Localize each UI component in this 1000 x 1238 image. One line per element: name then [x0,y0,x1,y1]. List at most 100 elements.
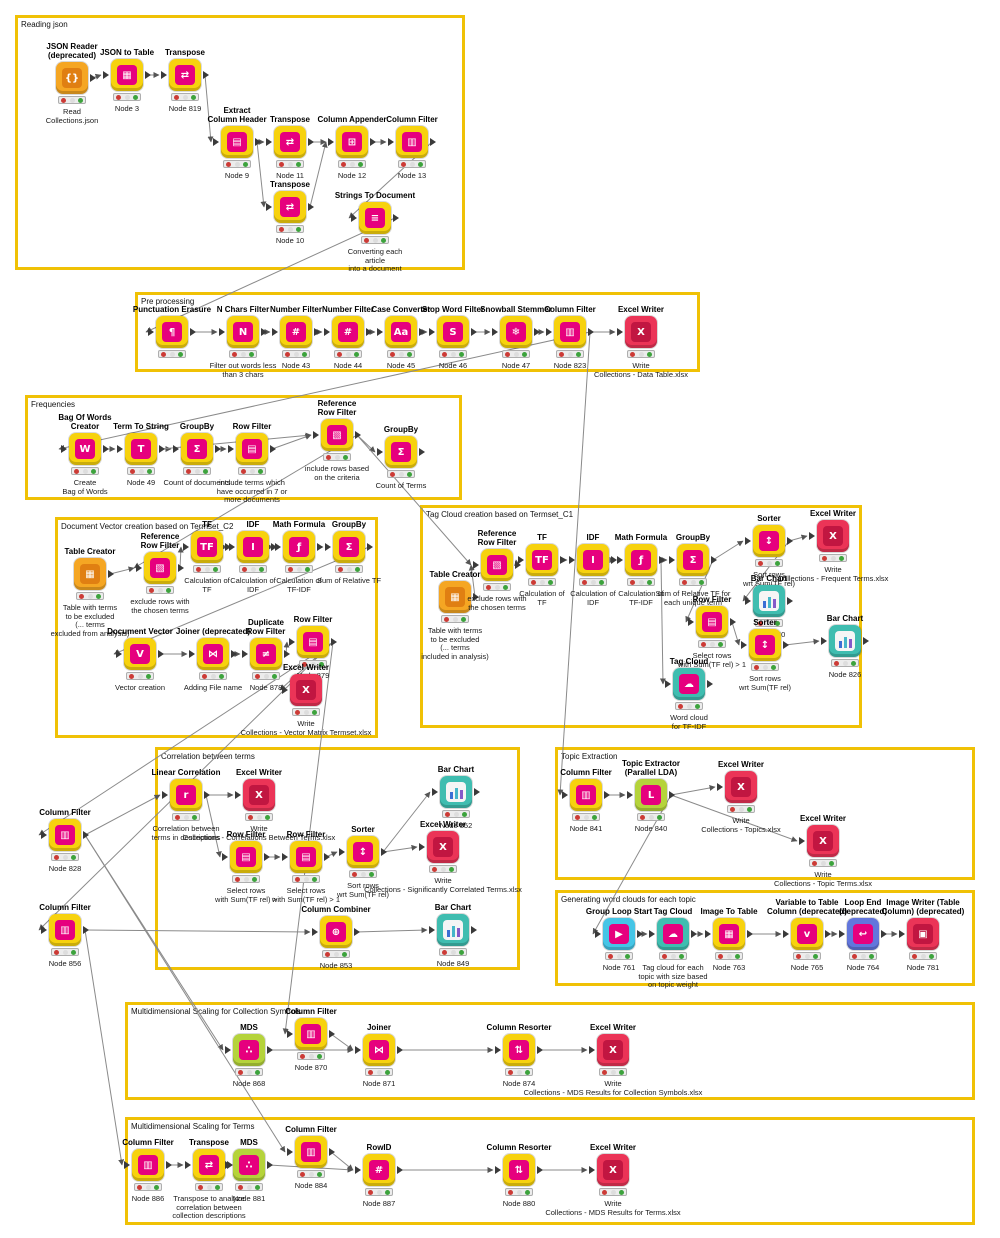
output-port[interactable] [166,1161,172,1169]
wire-column_filter_828-to-linear_correlation[interactable] [84,794,161,836]
input-port[interactable] [546,328,552,336]
input-port[interactable] [899,930,905,938]
strings-to-document-icon[interactable]: ≡ [359,202,391,234]
output-port[interactable] [691,930,697,938]
column-filter-icon[interactable]: ▥ [295,1136,327,1168]
output-port[interactable] [331,638,337,646]
input-port[interactable] [717,783,723,791]
input-port[interactable] [162,791,168,799]
input-port[interactable] [225,1161,231,1169]
wire-column_combiner_853-to-bar_chart_849[interactable] [355,927,428,934]
wire-transpose_10-to-column_appender_12[interactable] [309,141,328,208]
output-port[interactable] [90,74,96,82]
output-port[interactable] [190,328,196,336]
row-filter-icon[interactable]: ▤ [297,626,329,658]
bar-chart-icon[interactable] [829,625,861,657]
row-filter-icon[interactable]: ▤ [290,841,322,873]
output-port[interactable] [604,791,610,799]
wire-topic_extractor_840-to-excel_writer_topics[interactable] [670,785,716,796]
input-port[interactable] [117,445,123,453]
number-filter-icon[interactable]: # [332,316,364,348]
annotation-mds-symbols[interactable]: Multidimensional Scaling for Collection … [125,1002,975,1100]
annotation-topic-extraction[interactable]: Topic Extraction [555,747,975,880]
excel-writer-icon[interactable]: X [725,771,757,803]
input-port[interactable] [518,556,524,564]
groupby-icon[interactable]: Σ [677,544,709,576]
bar-chart-icon[interactable] [753,585,785,617]
input-port[interactable] [282,853,288,861]
annotation-frequencies[interactable]: Frequencies [25,395,462,500]
output-port[interactable] [419,328,425,336]
wire-ref_row_filter_freq-to-ref_row_filter_dv[interactable] [133,434,358,569]
groupby-icon[interactable]: Σ [333,531,365,563]
wire-column_filter_823-to-bag_of_words[interactable] [58,331,591,451]
input-port[interactable] [569,556,575,564]
annotation-tag-cloud[interactable]: Tag Cloud creation based on Termset_C1 [420,505,862,728]
excel-writer-icon[interactable]: X [625,316,657,348]
math-formula-icon[interactable]: ƒ [625,544,657,576]
json-to-table-icon[interactable]: ▦ [111,59,143,91]
output-port[interactable] [261,328,267,336]
output-port[interactable] [473,593,479,601]
output-port[interactable] [787,537,793,545]
input-port[interactable] [649,930,655,938]
input-port[interactable] [388,138,394,146]
input-port[interactable] [228,445,234,453]
output-port[interactable] [471,328,477,336]
column-filter-icon[interactable]: ▥ [132,1149,164,1181]
excel-writer-icon[interactable]: X [290,674,322,706]
duplicate-row-filter-icon[interactable]: ≠ [250,638,282,670]
output-port[interactable] [381,848,387,856]
input-port[interactable] [339,848,345,856]
wire-row_filter_879-to-column_filter_870[interactable] [282,641,334,1035]
output-port[interactable] [430,138,436,146]
input-port[interactable] [562,791,568,799]
input-port[interactable] [124,1161,130,1169]
input-port[interactable] [272,328,278,336]
wire-sorter_corr-to-excel_writer_sig[interactable] [382,844,418,853]
output-port[interactable] [747,930,753,938]
annotation-correlation[interactable]: Correlation between terms [155,747,520,970]
input-port[interactable] [783,930,789,938]
wire-groupby_tc-to-sorter_tc_a[interactable] [712,540,744,561]
sorter-icon[interactable]: ↕ [749,629,781,661]
wire-linear_correlation-to-row_filter_corr_a[interactable] [205,794,222,858]
groupby-icon[interactable]: Σ [385,436,417,468]
topic-extractor-icon[interactable]: L [635,779,667,811]
idf-icon[interactable]: I [237,531,269,563]
output-port[interactable] [215,445,221,453]
output-port[interactable] [329,1148,335,1156]
output-port[interactable] [367,543,373,551]
output-port[interactable] [370,138,376,146]
wire-transpose_819-to-extract_col_header[interactable] [204,74,214,143]
input-port[interactable] [495,1046,501,1054]
output-port[interactable] [534,328,540,336]
term-to-string-icon[interactable]: T [125,433,157,465]
input-port[interactable] [266,138,272,146]
column-filter-icon[interactable]: ▥ [295,1018,327,1050]
input-port[interactable] [136,564,142,572]
rowid-icon[interactable]: # [363,1154,395,1186]
output-port[interactable] [329,1030,335,1038]
input-port[interactable] [161,71,167,79]
sorter-icon[interactable]: ↕ [347,836,379,868]
output-port[interactable] [314,328,320,336]
math-formula-icon[interactable]: ƒ [283,531,315,563]
wire-sorter_corr-to-bar_chart_852[interactable] [382,791,431,853]
loop-end-icon[interactable]: ↩ [847,918,879,950]
mds-icon[interactable]: ∴ [233,1034,265,1066]
wire-column_filter_856-to-column_filter_886[interactable] [84,929,125,1166]
output-port[interactable] [308,138,314,146]
input-port[interactable] [287,1148,293,1156]
output-port[interactable] [203,71,209,79]
input-port[interactable] [185,1161,191,1169]
input-port[interactable] [741,641,747,649]
wire-sorter_tc_b-to-bar_chart_826[interactable] [784,638,820,646]
excel-writer-icon[interactable]: X [597,1034,629,1066]
output-port[interactable] [730,618,736,626]
wire-topic_extractor_840-to-excel_writer_topic_terms[interactable] [670,794,798,842]
case-converter-icon[interactable]: Aa [385,316,417,348]
bag-of-words-icon[interactable]: W [69,433,101,465]
input-port[interactable] [61,445,67,453]
